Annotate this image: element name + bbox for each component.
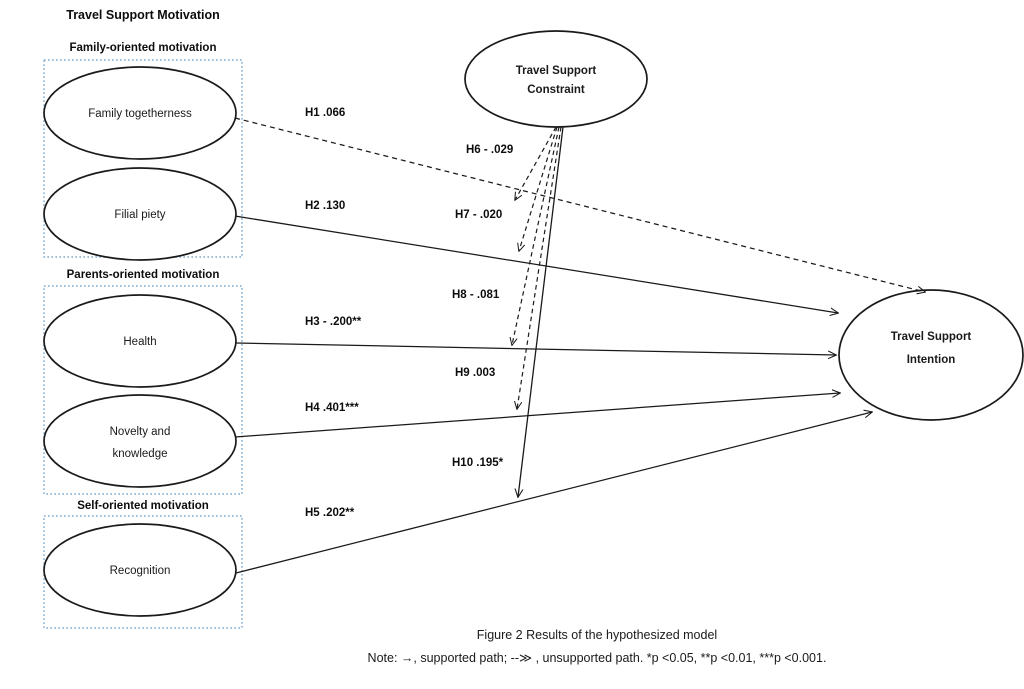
caption-title: Figure 2 Results of the hypothesized mod… bbox=[477, 628, 717, 642]
path-line-h2 bbox=[234, 215, 838, 313]
node-ellipse bbox=[43, 523, 237, 617]
node-ellipse bbox=[464, 30, 648, 128]
path-line-h8 bbox=[512, 126, 560, 345]
path-line-h7 bbox=[519, 126, 558, 251]
group-title-parents: Parents-oriented motivation bbox=[67, 269, 220, 281]
node-novelty-knowledge[interactable]: Novelty and knowledge bbox=[43, 394, 237, 488]
path-line-h1 bbox=[234, 117, 925, 292]
group-box-parents bbox=[43, 285, 243, 495]
path-label-h8: H8 - .081 bbox=[452, 289, 500, 301]
node-label-constraint-line1: Travel Support bbox=[516, 65, 597, 77]
group-box-family bbox=[43, 59, 243, 258]
node-ellipse bbox=[43, 66, 237, 160]
node-travel-support-intention[interactable]: Travel Support Intention bbox=[838, 289, 1024, 421]
node-label-constraint-line2: Constraint bbox=[527, 84, 585, 96]
path-label-h3: H3 - .200** bbox=[305, 316, 362, 328]
path-line-h6 bbox=[515, 126, 557, 200]
path-label-h6: H6 - .029 bbox=[466, 144, 513, 156]
node-health[interactable]: Health bbox=[43, 294, 237, 388]
path-label-h9: H9 .003 bbox=[455, 367, 495, 379]
node-ellipse bbox=[43, 294, 237, 388]
path-line-h5 bbox=[235, 412, 872, 574]
node-label-novelty-line1: Novelty and bbox=[110, 426, 171, 438]
group-title-self: Self-oriented motivation bbox=[77, 500, 209, 512]
node-label-filial-piety: Filial piety bbox=[114, 209, 165, 221]
node-label-recognition: Recognition bbox=[110, 565, 171, 577]
node-travel-support-constraint[interactable]: Travel Support Constraint bbox=[464, 30, 648, 128]
node-ellipse bbox=[43, 394, 237, 488]
node-label-intention-line2: Intention bbox=[907, 354, 956, 366]
node-recognition[interactable]: Recognition bbox=[43, 523, 237, 617]
node-label-health: Health bbox=[123, 336, 156, 348]
path-label-h2: H2 .130 bbox=[305, 200, 345, 212]
path-label-h10: H10 .195* bbox=[452, 457, 504, 469]
node-ellipse bbox=[838, 289, 1024, 421]
path-label-h1: H1 .066 bbox=[305, 107, 345, 119]
path-label-h7: H7 - .020 bbox=[455, 209, 502, 221]
node-ellipse bbox=[43, 167, 237, 261]
node-filial-piety[interactable]: Filial piety bbox=[43, 167, 237, 261]
caption-note: Note: →, supported path; --≫ , unsupport… bbox=[368, 651, 827, 665]
section-title: Travel Support Motivation bbox=[66, 8, 220, 22]
path-line-h10 bbox=[518, 126, 564, 497]
path-line-h4 bbox=[234, 393, 840, 438]
node-label-novelty-line2: knowledge bbox=[113, 448, 168, 460]
node-family-togetherness[interactable]: Family togetherness bbox=[43, 66, 237, 160]
node-label-intention-line1: Travel Support bbox=[891, 331, 972, 343]
path-label-h4: H4 .401*** bbox=[305, 402, 359, 414]
node-label-family-togetherness: Family togetherness bbox=[88, 108, 192, 120]
path-label-h5: H5 .202** bbox=[305, 507, 355, 519]
group-title-family: Family-oriented motivation bbox=[70, 42, 217, 54]
